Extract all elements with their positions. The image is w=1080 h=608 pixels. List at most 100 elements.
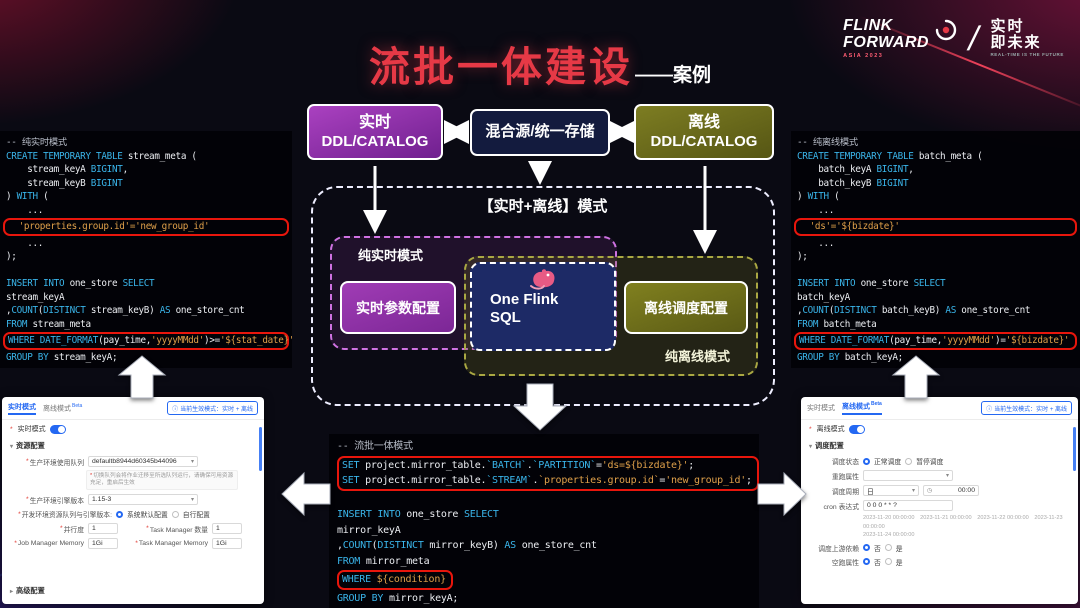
parallelism-input[interactable]: 1: [88, 523, 118, 535]
code-block: -- 纯实时模式 CREATE TEMPORARY TABLE stream_me…: [6, 136, 286, 217]
code-block: -- 纯离线模式 CREATE TEMPORARY TABLE batch_met…: [797, 136, 1074, 217]
scrollbar[interactable]: [1073, 427, 1076, 471]
code-line: -- 流批一体模式: [337, 441, 413, 452]
radio-custom-config[interactable]: [171, 510, 179, 518]
tab-offline-mode[interactable]: 离线模式Beta: [842, 401, 882, 415]
schedule-section-label: 调度配置: [815, 441, 844, 450]
code-line: -- 纯离线模式: [797, 137, 858, 148]
info-icon: ⓘ: [986, 406, 993, 413]
tm-count-label-text: Task Manager 数量: [149, 526, 208, 534]
rerun-select[interactable]: ▾: [863, 470, 953, 481]
required-marker: *: [59, 525, 63, 533]
code-line: ...: [797, 237, 835, 249]
chevron-down-icon: ▾: [10, 443, 14, 450]
parallelism-label-text: 并行度: [63, 526, 84, 534]
code-line: batch_keyA BIGINT,: [797, 164, 914, 175]
offline-schedule-label: 离线调度配置: [644, 299, 728, 316]
code-line: CREATE TEMPORARY TABLE stream_meta (: [6, 150, 197, 162]
scrollbar[interactable]: [259, 427, 262, 471]
realtime-ddl-line2: DDL/CATALOG: [321, 132, 429, 150]
active-mode-button[interactable]: ⓘ 当前生效模式：实时 + 离线: [167, 401, 258, 415]
code-block: -- 流批一体模式: [337, 439, 751, 455]
beta-badge: Beta: [72, 402, 83, 409]
jm-memory-value: 1Gi: [92, 540, 103, 548]
beta-badge: Beta: [871, 401, 882, 408]
code-panel-pure-offline: -- 纯离线模式 CREATE TEMPORARY TABLE batch_met…: [791, 131, 1080, 368]
code-line: SET project.mirror_table.`BATCH`.`PARTIT…: [342, 459, 695, 471]
engine-input[interactable]: 1.15-3 ▾: [88, 494, 198, 506]
radio-upstream-no[interactable]: [863, 544, 870, 552]
code-line: stream_keyA BIGINT,: [6, 164, 128, 175]
engine-value: 1.15-3: [92, 496, 112, 504]
cycle-select[interactable]: 日 ▾: [863, 485, 919, 496]
info-icon: ⓘ: [172, 406, 179, 413]
dev-env-label-text: 开发环境资源队列与引擎版本:: [21, 512, 112, 520]
code-line: INSERT INTO one_store SELECT: [797, 278, 946, 289]
radio-upstream-yes[interactable]: [884, 544, 892, 552]
active-mode-button[interactable]: ⓘ 当前生效模式：实时 + 离线: [981, 401, 1072, 415]
mixed-source-storage-box: 混合源/统一存储: [470, 109, 610, 156]
instance-times-line2: 2023-11-24 00:00:00: [863, 532, 915, 539]
required-marker: *: [10, 425, 13, 433]
realtime-toggle-switch[interactable]: [49, 424, 66, 434]
schedule-section-header[interactable]: ▾ 调度配置: [801, 438, 1078, 454]
tm-count-input[interactable]: 1: [212, 523, 242, 535]
code-line: batch_keyA: [797, 291, 850, 303]
tm-memory-label: *Task Manager Memory: [122, 540, 208, 547]
engine-label-text: 生产环境引擎版本: [29, 497, 84, 505]
cycle-label: 调度周期: [831, 488, 859, 496]
resource-section-label: 资源配置: [16, 441, 45, 450]
queue-note-text: 切换队列会将作业迁移至所选队列运行，请确保可用资源充足，重启后生效: [90, 472, 234, 487]
tab-realtime-mode[interactable]: 实时模式: [807, 405, 835, 412]
required-marker: *: [90, 472, 93, 479]
jm-memory-label-text: Job Manager Memory: [17, 540, 84, 548]
tab-realtime-mode[interactable]: 实时模式: [8, 402, 36, 415]
code-line: mirror_keyA: [337, 524, 401, 536]
required-marker: *: [25, 496, 29, 504]
cron-input[interactable]: 0 0 0 * * ?: [863, 500, 953, 511]
code-line: ,COUNT(DISTINCT batch_keyB) AS one_store…: [797, 305, 1031, 316]
offline-toggle-switch[interactable]: [848, 424, 865, 434]
code-line: ,COUNT(DISTINCT mirror_keyB) AS one_stor…: [337, 540, 597, 551]
code-line: ,COUNT(DISTINCT stream_keyB) AS one_stor…: [6, 305, 245, 316]
code-block: GROUP BY mirror_keyA;: [337, 591, 751, 607]
container-mode-label: 【实时+离线】模式: [478, 198, 608, 215]
required-marker: *: [14, 540, 17, 548]
queue-label-text: 生产环境使用队列: [29, 459, 84, 467]
realtime-future-sub: REAL-TIME IS THE FUTURE: [990, 52, 1064, 58]
tab-offline-mode[interactable]: 离线模式Beta: [43, 403, 82, 413]
chevron-down-icon: ▾: [190, 459, 194, 465]
radio-normal-schedule-label: 正常调度: [874, 459, 902, 466]
advanced-section-header[interactable]: ▸ 高级配置: [2, 583, 53, 599]
time-input[interactable]: ◷ 00:00: [923, 485, 979, 496]
code-line: CREATE TEMPORARY TABLE batch_meta (: [797, 150, 983, 162]
radio-normal-schedule[interactable]: [863, 457, 870, 465]
resource-section-header[interactable]: ▾ 资源配置: [2, 438, 264, 454]
tm-memory-input[interactable]: 1Gi: [212, 538, 242, 550]
radio-pause-schedule[interactable]: [905, 457, 913, 465]
code-line: SET project.mirror_table.`STREAM`.`prope…: [342, 475, 752, 486]
tm-memory-label-text: Task Manager Memory: [138, 540, 208, 548]
realtime-future-logo: 实时 即未来 REAL-TIME IS THE FUTURE: [990, 18, 1064, 58]
arrow-right: [757, 471, 807, 517]
code-line: ...: [6, 204, 44, 216]
code-line: GROUP BY batch_keyA;: [797, 351, 903, 363]
code-line: -- 纯实时模式: [6, 137, 67, 148]
title-text: 流批一体建设: [368, 44, 633, 90]
radio-dryrun-yes[interactable]: [884, 558, 892, 566]
tab-offline-label: 离线模式: [43, 405, 71, 413]
code-line: );: [6, 251, 17, 262]
queue-input[interactable]: defaultb8944d60345b44096 ▾: [88, 456, 198, 467]
code-highlight-block: 'properties.group.id'='new_group_id': [3, 218, 289, 236]
cron-value: 0 0 0 * * ?: [867, 502, 897, 509]
radio-system-default[interactable]: [116, 510, 123, 518]
rerun-label: 重跑属性: [831, 473, 859, 481]
radio-dryrun-no[interactable]: [863, 558, 870, 566]
jm-memory-input[interactable]: 1Gi: [88, 538, 118, 550]
rerun-row: 重跑属性 ▾: [801, 468, 1078, 483]
title-subtitle: ——案例: [634, 65, 711, 86]
clock-icon: ◷: [927, 488, 933, 494]
chevron-down-icon: ▾: [809, 443, 813, 450]
code-line: ...: [6, 237, 44, 249]
